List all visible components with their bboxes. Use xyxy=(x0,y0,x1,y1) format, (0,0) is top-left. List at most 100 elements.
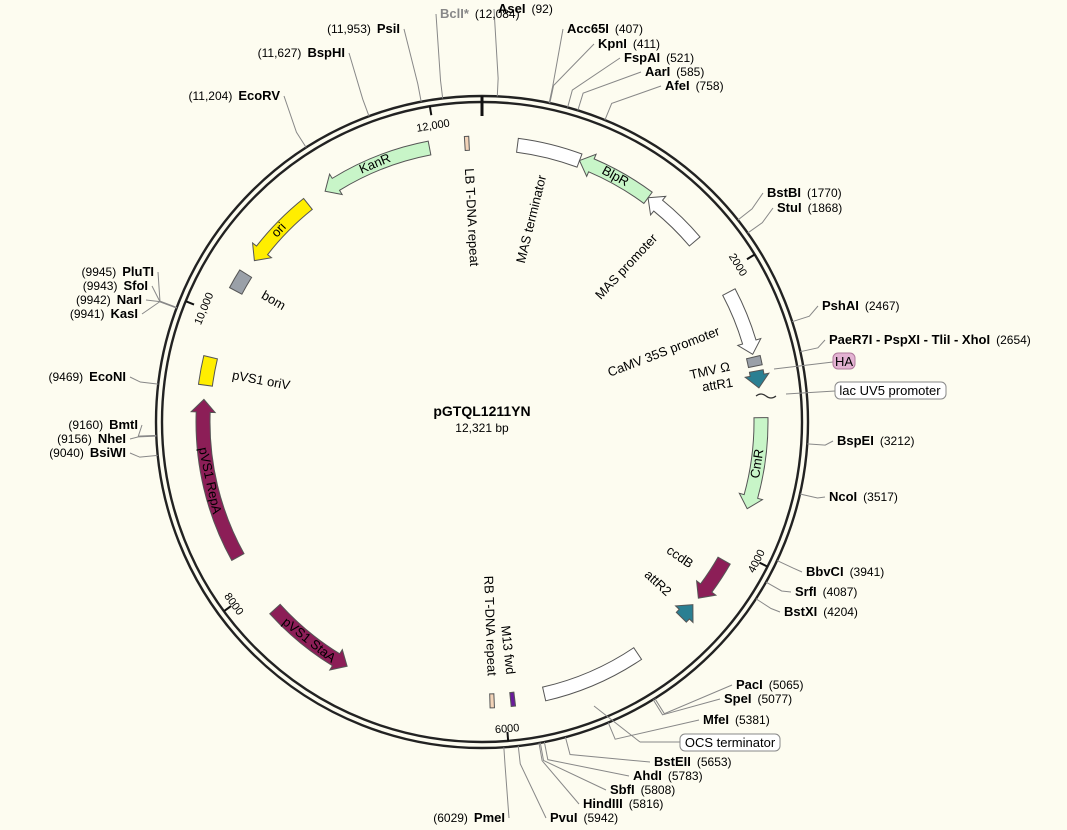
site-position: (9945) xyxy=(82,265,117,279)
site-PsiI[interactable]: (11,953)PsiI xyxy=(327,21,400,36)
site-leader xyxy=(548,28,564,104)
lac-uv5-promoter-leader xyxy=(785,390,836,395)
lac-uv5-promoter-glyph xyxy=(755,393,777,399)
site-leader xyxy=(137,424,157,437)
site-position: (9160) xyxy=(68,418,103,432)
feature-rb-tdna-repeat[interactable] xyxy=(489,693,495,709)
site-position: (6029) xyxy=(433,811,468,825)
site-NheI[interactable]: (9156)NheI xyxy=(57,431,126,446)
feature-pvs1-staa[interactable] xyxy=(269,603,348,671)
mas-promoter-shape xyxy=(647,195,701,247)
ha-tag-annotation[interactable]: HA xyxy=(773,352,856,370)
site-position: (407) xyxy=(615,22,643,36)
site-leader xyxy=(403,28,422,102)
m13-fwd-shape xyxy=(509,691,517,708)
attr1-label: attR1 xyxy=(701,375,734,395)
site-AseI[interactable]: AseI(92) xyxy=(498,1,553,16)
site-StuI[interactable]: StuI(1868) xyxy=(777,200,842,215)
feature-ori[interactable] xyxy=(251,197,314,262)
feature-tmv-omega[interactable] xyxy=(745,354,763,369)
site-position: (585) xyxy=(676,65,704,79)
site-leader xyxy=(129,452,158,458)
site-position: (92) xyxy=(531,2,552,16)
feature-camv-35s-promoter[interactable] xyxy=(722,288,762,356)
feature-bom[interactable] xyxy=(228,269,253,295)
site-PluTI[interactable]: (9945) PluTI xyxy=(82,264,154,279)
ocs-terminator-annotation[interactable]: OCS terminator xyxy=(593,705,781,752)
site-AarI[interactable]: AarI(585) xyxy=(645,64,704,79)
site-SfoI[interactable]: (9943)SfoI xyxy=(83,278,148,293)
feature-mas-promoter[interactable] xyxy=(647,195,701,247)
site-BstXI[interactable]: BstXI(4204) xyxy=(784,604,858,619)
site-name: PluTI xyxy=(122,264,154,279)
feature-attr2[interactable] xyxy=(674,604,694,624)
rb-tdna-repeat-label: RB T-DNA repeat xyxy=(481,575,500,676)
site-FspAI[interactable]: FspAI(521) xyxy=(624,50,694,65)
site-BspHI[interactable]: (11,627)BspHI xyxy=(258,45,345,60)
site-PshAI[interactable]: PshAI(2467) xyxy=(822,298,900,313)
site-name: NheI xyxy=(98,431,126,446)
site-AfeI[interactable]: AfeI(758) xyxy=(665,78,724,93)
site-KpnI[interactable]: KpnI(411) xyxy=(598,36,660,51)
site-NcoI[interactable]: NcoI(3517) xyxy=(829,489,898,504)
site-position: (12,084) xyxy=(475,7,520,21)
feature-mas-terminator[interactable] xyxy=(516,137,583,168)
site-PvuI[interactable]: PvuI(5942) xyxy=(550,810,618,825)
site-position: (521) xyxy=(666,51,694,65)
feature-ocs-terminator[interactable] xyxy=(541,647,643,702)
site-BstBI[interactable]: BstBI(1770) xyxy=(767,185,842,200)
site-position: (4204) xyxy=(823,605,858,619)
site-BclI[interactable]: BclI*(12,084) xyxy=(440,6,520,21)
site-name: SbfI xyxy=(610,782,635,797)
site-position: (5783) xyxy=(668,769,703,783)
site-label: SrfI(4087) xyxy=(795,584,857,599)
site-SrfI[interactable]: SrfI(4087) xyxy=(795,584,857,599)
site-name: HindIII xyxy=(583,796,623,811)
site-BspEI[interactable]: BspEI(3212) xyxy=(837,433,915,448)
site-EcoNI[interactable]: (9469)EcoNI xyxy=(48,369,126,384)
site-SbfI[interactable]: SbfI(5808) xyxy=(610,782,675,797)
site-SpeI[interactable]: SpeI(5077) xyxy=(724,691,792,706)
site-PmeI[interactable]: (6029)PmeI xyxy=(433,810,505,825)
site-KasI[interactable]: (9941)KasI xyxy=(70,306,138,321)
feature-kanr[interactable] xyxy=(324,140,432,196)
site-leader xyxy=(129,376,159,385)
feature-cmr[interactable] xyxy=(738,417,769,510)
site-PacI[interactable]: PacI(5065) xyxy=(736,677,803,692)
feature-pvs1-repa[interactable] xyxy=(189,398,245,562)
site-BsiWI[interactable]: (9040)BsiWI xyxy=(49,445,126,460)
site-label: PaeR7I - PspXI - TliI - XhoI(2654) xyxy=(829,332,1031,347)
feature-lb-tdna-repeat[interactable] xyxy=(463,135,470,152)
site-EcoRV[interactable]: (11,204)EcoRV xyxy=(189,88,281,103)
site-position: (2467) xyxy=(865,299,900,313)
site-AhdI[interactable]: AhdI(5783) xyxy=(633,768,703,783)
site-MfeI[interactable]: MfeI(5381) xyxy=(703,712,770,727)
site-label: BspEI(3212) xyxy=(837,433,915,448)
site-leader xyxy=(755,598,781,613)
site-PaeR7I[interactable]: PaeR7I - PspXI - TliI - XhoI(2654) xyxy=(829,332,1031,347)
site-BstEII[interactable]: BstEII(5653) xyxy=(654,754,732,769)
site-NarI[interactable]: (9942)NarI xyxy=(76,292,142,307)
lac-uv5-promoter-text: lac UV5 promoter xyxy=(839,383,941,398)
feature-attr1[interactable] xyxy=(744,369,770,389)
lac-uv5-promoter-annotation[interactable]: lac UV5 promoter xyxy=(755,381,947,400)
tmv-omega-shape xyxy=(745,354,763,369)
site-position: (3212) xyxy=(880,434,915,448)
site-position: (1770) xyxy=(807,186,842,200)
site-name: EcoNI xyxy=(89,369,126,384)
site-position: (9941) xyxy=(70,307,105,321)
feature-ccdb[interactable] xyxy=(695,556,731,599)
site-BmtI[interactable]: (9160)BmtI xyxy=(68,417,138,432)
feature-m13-fwd[interactable] xyxy=(509,691,517,708)
site-leader xyxy=(129,435,157,440)
m13-fwd-label: M13 fwd xyxy=(498,625,518,675)
site-Acc65I[interactable]: Acc65I(407) xyxy=(567,21,643,36)
site-position: (4087) xyxy=(823,585,858,599)
site-HindIII[interactable]: HindIII(5816) xyxy=(583,796,663,811)
site-position: (9942) xyxy=(76,293,111,307)
site-BbvCI[interactable]: BbvCI(3941) xyxy=(806,564,884,579)
site-leader-lines xyxy=(129,8,834,819)
site-leader xyxy=(604,85,662,121)
feature-pvs1-oriv[interactable] xyxy=(197,355,219,387)
site-name: MfeI xyxy=(703,712,729,727)
